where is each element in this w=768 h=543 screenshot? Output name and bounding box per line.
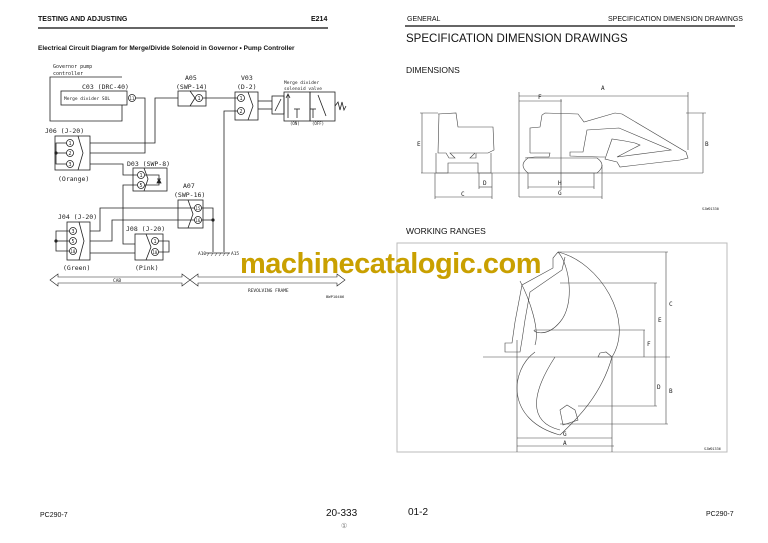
pin-label: 1 <box>154 239 157 245</box>
work-label-a: A <box>563 440 567 447</box>
pin-label: 2 <box>240 109 243 115</box>
pin-label: 5 <box>140 183 143 189</box>
valve-on-label: (ON) <box>290 121 300 126</box>
frame-range-arrow <box>189 273 346 287</box>
d03-connector <box>132 167 168 192</box>
right-page-number: 01-2 <box>408 507 429 518</box>
controller-label-2: controller <box>53 71 83 77</box>
dim-label-c: C <box>461 191 465 198</box>
work-label-b: B <box>669 388 673 395</box>
a05-label-2: (SWP-14) <box>176 83 207 91</box>
max-reach-arc <box>557 251 620 436</box>
right-footer-model: PC290-7 <box>706 511 734 518</box>
a10-label: A10 <box>198 251 206 257</box>
j08-connector <box>134 233 164 261</box>
valve-position-off <box>309 91 336 122</box>
dim-label-a: A <box>601 85 605 92</box>
dimensions-drawing: A B C D E F G H SJW01330 <box>417 85 719 211</box>
right-header-rule <box>405 25 735 27</box>
diagram-subtitle: Electrical Circuit Diagram for Merge/Div… <box>38 45 295 52</box>
a07-label-2: (SWP-16) <box>174 191 205 199</box>
pin-label: 11 <box>130 96 135 101</box>
valve-off-label: (OFF) <box>312 121 324 126</box>
pin-label: 10 <box>153 250 158 255</box>
j04-label: J04 (J-20) <box>58 213 97 221</box>
left-header-rule <box>38 27 328 29</box>
work-label-f: F <box>647 341 651 348</box>
v03-label-2: (D-2) <box>237 83 257 91</box>
c03-inner-label: Merge divider SOL <box>64 96 110 102</box>
page-title: SPECIFICATION DIMENSION DRAWINGS <box>406 33 628 45</box>
c03-label: C03 (DRC-40) <box>82 83 129 91</box>
front-view <box>437 112 495 159</box>
track <box>522 157 603 174</box>
left-page-number: 20-333 <box>326 508 358 519</box>
circuit-diagram: Governor pump controller C03 (DRC-40) Me… <box>45 64 347 299</box>
dim-label-g: G <box>558 190 562 197</box>
work-label-g: G <box>563 431 567 438</box>
pin-label: 15 <box>196 206 201 211</box>
j06-label: J06 (J-20) <box>45 127 84 135</box>
j08-label: J08 (J-20) <box>126 225 165 233</box>
a07-connector <box>177 199 204 229</box>
a15-label: A15 <box>231 251 239 257</box>
right-header-title: SPECIFICATION DIMENSION DRAWINGS <box>608 16 743 23</box>
cab-label: CAB <box>113 278 121 284</box>
controller-outline <box>49 76 123 122</box>
working-figure-id: SJW01336 <box>704 447 721 451</box>
pin-label: 16 <box>196 218 201 223</box>
dimensions-figure-id: SJW01330 <box>702 207 719 211</box>
pin-label: 1 <box>69 141 72 147</box>
pin-label: 1 <box>240 96 243 102</box>
j04-color: (Green) <box>63 264 90 272</box>
frame-label: REVOLVING FRAME <box>248 288 289 294</box>
controller-label: Governor pump <box>53 64 92 70</box>
working-ranges-frame <box>396 242 728 453</box>
pin-label: 3 <box>72 229 75 235</box>
dim-label-d: D <box>483 180 487 187</box>
section-working-ranges: WORKING RANGES <box>406 226 486 236</box>
c03-connector <box>60 90 128 106</box>
j06-color: (Orange) <box>58 175 89 183</box>
valve-label-2: solenoid valve <box>284 86 322 92</box>
j08-color: (Pink) <box>135 264 158 272</box>
a05-connector <box>177 90 207 107</box>
work-label-c: C <box>669 301 673 308</box>
dim-label-e: E <box>417 141 421 148</box>
pin-label: 2 <box>69 151 72 157</box>
a05-label: A05 <box>185 74 197 82</box>
j04-connector <box>66 221 91 261</box>
right-header-section: GENERAL <box>407 16 441 23</box>
dim-label-f: F <box>538 94 542 101</box>
a07-label: A07 <box>183 182 195 190</box>
v03-connector <box>234 91 259 121</box>
dim-label-h: H <box>558 180 562 187</box>
left-footer-model: PC290-7 <box>40 512 68 519</box>
d03-label: D03 (SWP-8) <box>127 160 170 168</box>
work-label-e: E <box>658 317 662 324</box>
pin-label: 1 <box>140 173 143 179</box>
side-view <box>529 112 689 168</box>
pin-label: 10 <box>71 249 76 254</box>
pin-label: 3 <box>69 162 72 168</box>
section-dimensions: DIMENSIONS <box>406 65 460 75</box>
boom-outline <box>504 251 566 353</box>
work-label-d: D <box>657 384 661 391</box>
figure-id: BWP10406 <box>326 294 345 299</box>
valve-label: Merge divider <box>284 80 320 86</box>
left-header-section: TESTING AND ADJUSTING <box>38 16 128 23</box>
left-header-code: E214 <box>311 16 328 23</box>
working-ranges-drawing: C E F D B G A SJW01336 <box>396 242 728 453</box>
revision-mark: ① <box>341 523 348 530</box>
watermark: machinecatalogic.com <box>240 248 542 280</box>
pin-label: 5 <box>72 239 75 245</box>
dim-label-b: B <box>705 141 709 148</box>
pin-label: 1 <box>198 96 201 102</box>
v03-label: V03 <box>241 74 253 82</box>
